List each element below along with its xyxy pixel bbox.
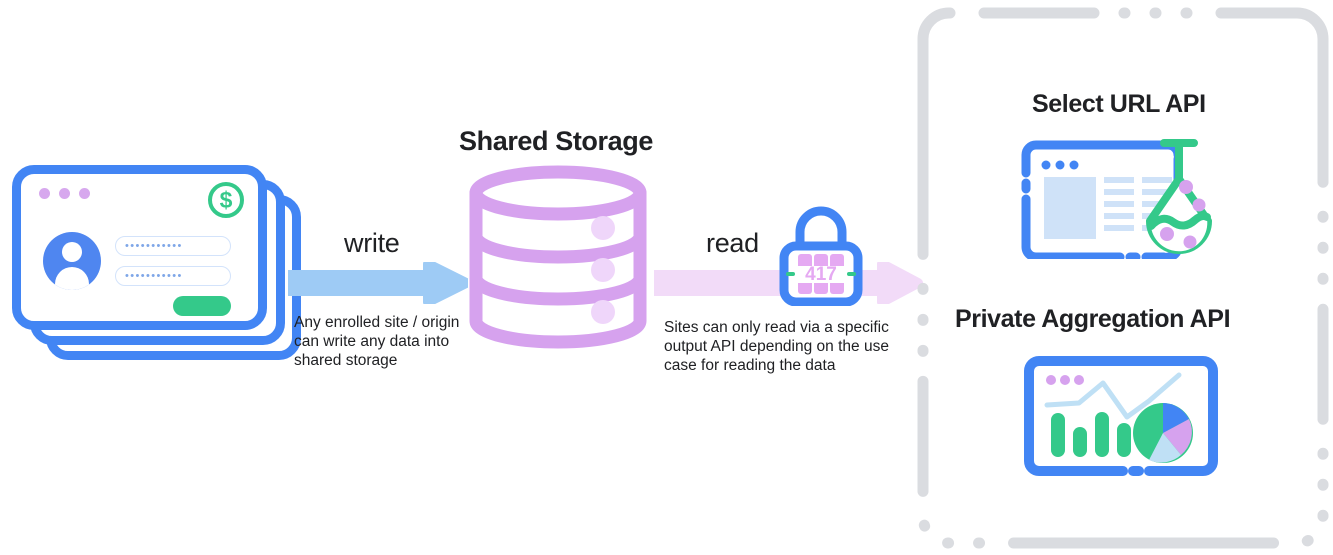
read-note: Sites can only read via a specific outpu…	[664, 319, 889, 374]
database-cylinder-icon	[469, 165, 647, 349]
window-dot-2	[59, 188, 70, 199]
password-field[interactable]: •••••••••••	[115, 266, 231, 286]
card-front-layer: $ ••••••••••• •••••••••••	[12, 165, 267, 330]
pie-chart	[1133, 403, 1193, 463]
bar-chart	[1051, 412, 1131, 457]
write-note: Any enrolled site / origin can write any…	[294, 314, 460, 369]
avatar-body	[55, 267, 89, 290]
api-title-private-aggregation: Private Aggregation API	[955, 305, 1231, 333]
user-avatar-icon	[43, 232, 101, 290]
content-block	[1044, 177, 1096, 239]
combination-dials: 417	[786, 254, 856, 294]
browser-window-with-charts-icon	[1024, 356, 1218, 476]
window-dot-3	[79, 188, 90, 199]
chart-window-dots	[1046, 375, 1084, 385]
page-title: Shared Storage	[459, 126, 653, 156]
read-label: read	[706, 228, 759, 258]
username-field[interactable]: •••••••••••	[115, 236, 231, 256]
window-dots	[39, 188, 90, 199]
website-card-stack: $ ••••••••••• •••••••••••	[12, 165, 302, 365]
dollar-icon: $	[208, 182, 244, 218]
api-title-select-url: Select URL API	[1032, 90, 1206, 118]
output-apis-panel: Select URL API	[917, 7, 1329, 549]
dashed-panel-border	[917, 7, 1329, 549]
submit-button[interactable]	[173, 296, 231, 316]
write-arrow	[288, 262, 468, 304]
lock-combination: 417	[805, 264, 837, 285]
padlock-icon: 417	[779, 206, 863, 306]
chart-window-frame	[1024, 356, 1218, 476]
browser-window-dots	[1041, 160, 1079, 170]
browser-window-with-flask-icon	[1021, 139, 1212, 259]
write-label: write	[344, 228, 400, 258]
window-dot-1	[39, 188, 50, 199]
line-chart	[1044, 372, 1182, 420]
avatar-head	[62, 242, 82, 262]
flask-icon	[1146, 139, 1212, 254]
